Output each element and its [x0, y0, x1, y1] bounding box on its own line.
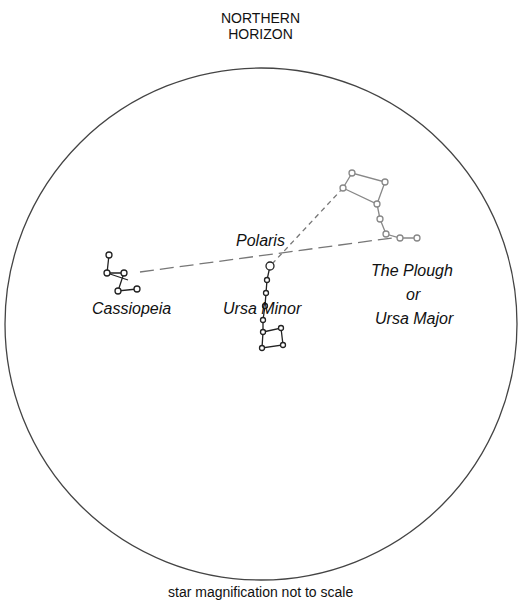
constellation-label: Cassiopeia — [92, 300, 171, 318]
constellation-label: or — [406, 286, 420, 304]
caption: star magnification not to scale — [168, 584, 353, 600]
constellation-label: Ursa Major — [375, 310, 453, 328]
cassiopeia-stars — [104, 252, 140, 294]
horizon-label: NORTHERN HORIZON — [221, 10, 300, 42]
star-label: Polaris — [236, 232, 285, 250]
ursa-major-stars — [340, 170, 420, 241]
constellation-label: The Plough — [371, 262, 453, 280]
sky-circle — [5, 68, 517, 580]
constellation-label: Ursa Minor — [223, 300, 301, 318]
pointer-line — [272, 188, 343, 264]
